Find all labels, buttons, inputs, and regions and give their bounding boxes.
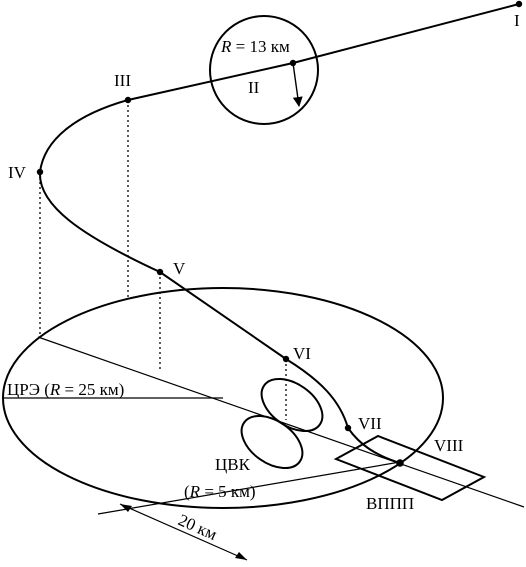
zone-small-radius: (R = 5 км)	[184, 482, 256, 501]
label-point-v: V	[173, 259, 186, 278]
trajectory-curve	[38, 3, 520, 464]
label-point-ii: II	[248, 78, 260, 97]
label-point-iii: III	[114, 71, 131, 90]
label-point-vppp: ВППП	[366, 494, 414, 513]
waypoint-dot-iv	[36, 168, 44, 176]
distance-arrow-right	[235, 552, 247, 560]
zone-small-name: ЦВК	[215, 455, 251, 474]
waypoint-radius-arrow	[292, 62, 303, 107]
distance-arrow-left	[120, 504, 132, 512]
label-point-vii: VII	[358, 414, 382, 433]
circle-radius-label: R = 13 км	[220, 37, 290, 56]
waypoint-dot-vi	[282, 355, 290, 363]
waypoint-circle	[209, 15, 319, 125]
waypoint-dot-iii	[124, 96, 132, 104]
distance-dimension-line	[119, 503, 248, 561]
label-point-i: I	[514, 11, 520, 30]
waypoint-dot-vii	[344, 424, 352, 432]
label-point-vi: VI	[293, 344, 311, 363]
label-point-iv: IV	[8, 163, 27, 182]
holding-loop-lower	[240, 414, 304, 470]
lower-guide-line	[97, 461, 401, 515]
waypoint-dot-ii	[289, 59, 297, 67]
label-point-viii: VIII	[434, 436, 464, 455]
distance-label: 20 км	[175, 510, 220, 544]
zone-large-label: ЦРЭ (R = 25 км)	[7, 380, 124, 399]
waypoint-dot-v	[156, 268, 164, 276]
runway-rectangle	[333, 434, 487, 502]
waypoint-dot-i	[515, 0, 523, 8]
waypoint-dot-viii	[396, 459, 404, 467]
